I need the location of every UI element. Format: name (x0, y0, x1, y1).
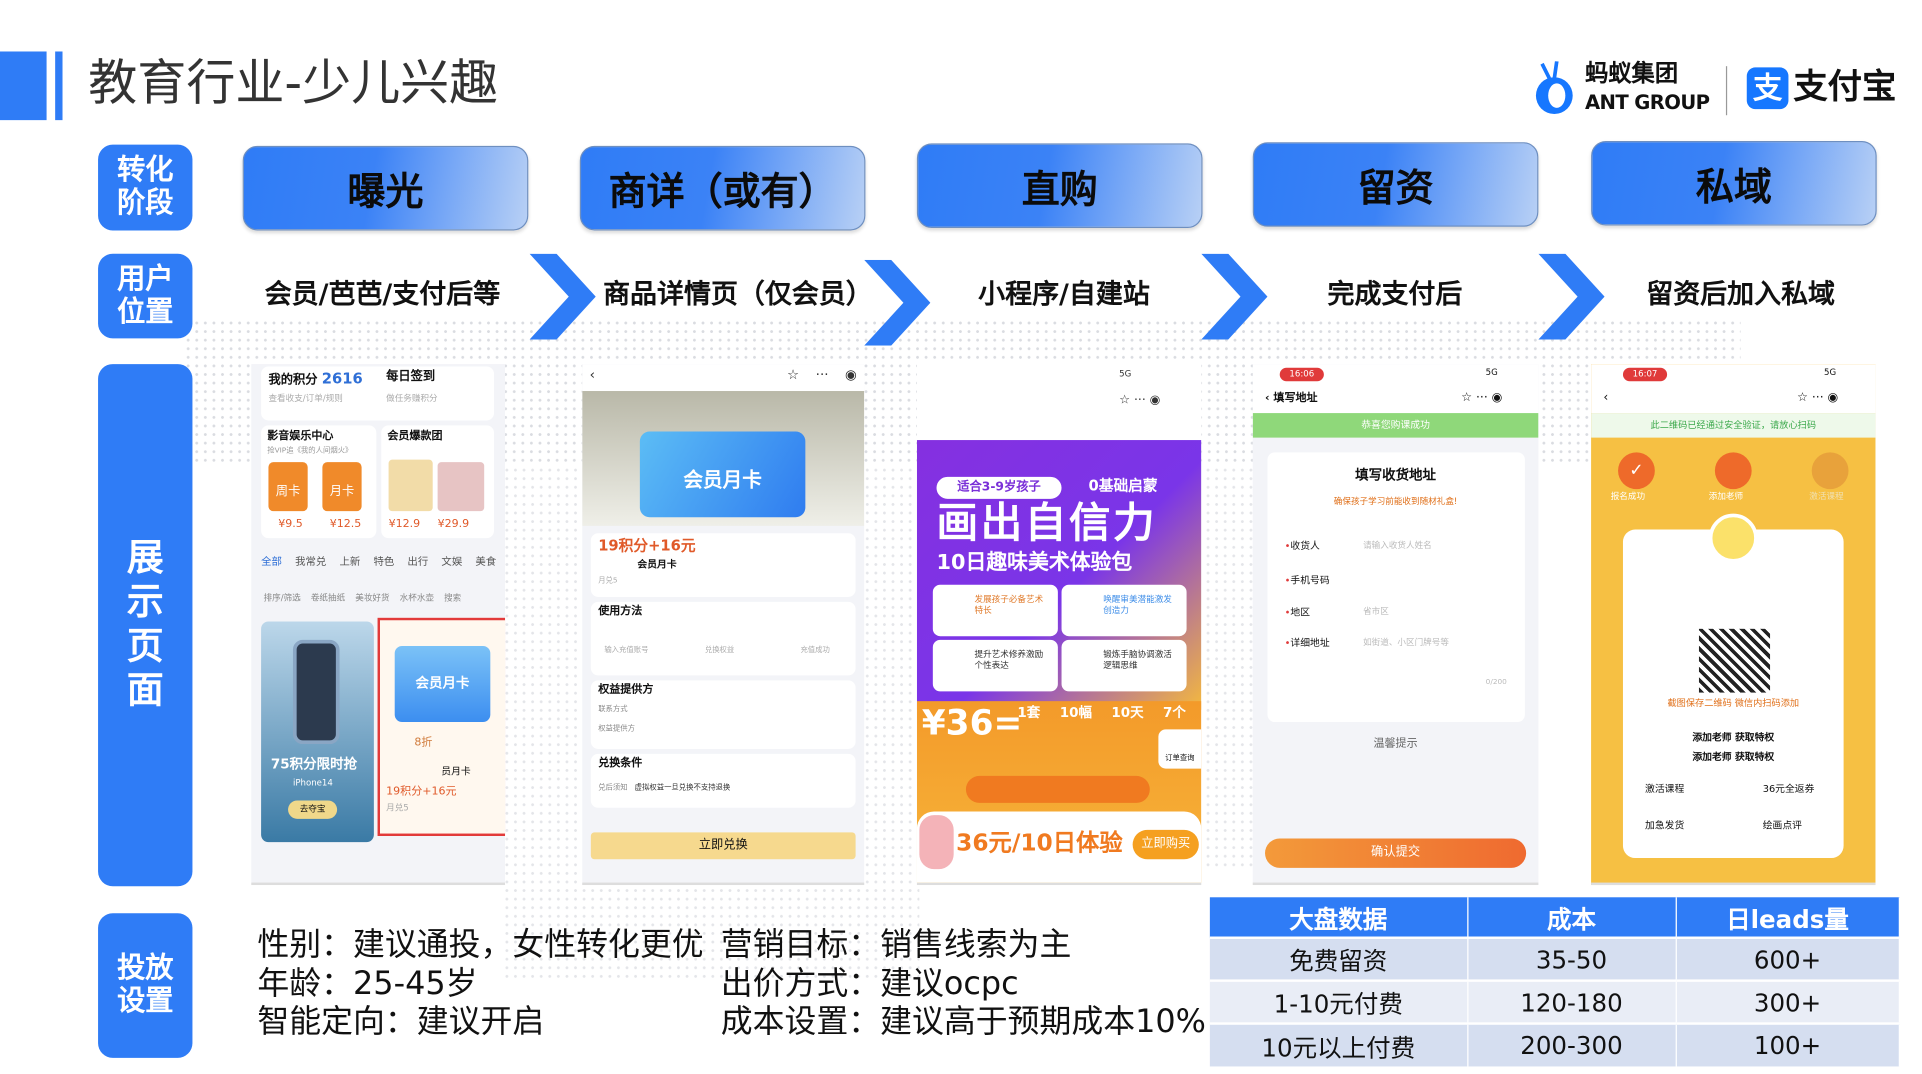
alipay-wordmark: 支付宝 (1793, 66, 1897, 107)
mini-nav-bar: ‹☆ ··· ◉ (582, 364, 865, 392)
chevron-right-icon (1201, 253, 1268, 340)
check-icon: ✓ (1618, 452, 1655, 490)
row-label-stage: 转化阶段 (98, 144, 193, 231)
chevron-right-icon (529, 253, 596, 340)
position-5: 留资后加入私域 (1646, 279, 1836, 311)
title-accent-bar (0, 51, 47, 121)
stage-direct-buy: 直购 (916, 143, 1203, 228)
confirm-submit-button: 确认提交 (1265, 838, 1527, 868)
screenshot-address-form: 16:06 5G ‹ 填写地址 ☆ ··· ◉ 恭喜您购课成功 填写收货地址 确… (1252, 364, 1539, 886)
position-4: 完成支付后 (1327, 279, 1463, 311)
row-label-setting: 投放设置 (98, 913, 193, 1058)
position-1: 会员/芭芭/支付后等 (264, 279, 501, 311)
table-header: 大盘数据 (1209, 897, 1468, 938)
redeem-button: 立即兑换 (590, 832, 856, 860)
setting-targeting: 智能定向：建议开启 (257, 1003, 545, 1041)
stage-detail: 商详（或有） (579, 145, 866, 231)
stage-exposure: 曝光 (242, 145, 529, 231)
chevron-right-icon (864, 259, 931, 346)
position-3: 小程序/自建站 (978, 279, 1150, 311)
qr-code (1698, 628, 1771, 693)
screenshot-add-teacher: 16:07 5G ‹ ☆ ··· ◉ 此二维码已经通过安全验证，请放心扫码 ✓ … (1591, 364, 1876, 886)
setting-bidding: 出价方式：建议ocpc (720, 965, 1019, 1003)
avatar (1708, 513, 1758, 563)
setting-goal: 营销目标：销售线索为主 (720, 926, 1072, 964)
ant-group-cn: 蚂蚁集团 (1584, 60, 1679, 88)
row-label-display: 展示页面 (98, 364, 193, 887)
chevron-right-icon (1538, 253, 1605, 340)
alipay-logo-icon: 支 (1746, 67, 1789, 110)
stage-leads: 留资 (1252, 142, 1539, 227)
logo-divider (1725, 66, 1728, 116)
screenshot-points-mall: 我的积分 2616 查看收支/订单/规则 每日签到 做任务赚积分 影音娱乐中心 … (251, 364, 506, 886)
page-title: 教育行业-少儿兴趣 (88, 55, 499, 112)
screenshot-product-detail: ‹☆ ··· ◉ 会员月卡 19积分+16元 会员月卡 月兑5 使用方法 输入充… (582, 364, 865, 886)
buy-now-button: 立即购买 (1132, 829, 1199, 860)
title-accent-line (55, 51, 63, 121)
setting-age: 年龄：25-45岁 (257, 965, 478, 1003)
screenshot-mini-program: 5G ☆ ··· ◉ 适合3-9岁孩子 0基础启蒙 画出自信力 10日趣味美术体… (916, 364, 1202, 886)
table-header: 日leads量 (1675, 897, 1900, 938)
ant-group-en: ANT GROUP (1584, 90, 1710, 114)
stage-private: 私域 (1591, 140, 1877, 226)
ant-group-logo-icon (1532, 61, 1576, 115)
position-2: 商品详情页（仅会员） (603, 279, 873, 311)
table-header: 成本 (1467, 897, 1677, 938)
bear-mascot (919, 815, 954, 870)
setting-gender: 性别：建议通投，女性转化更优 (257, 926, 704, 964)
row-label-position: 用户位置 (98, 253, 193, 339)
setting-cost: 成本设置：建议高于预期成本10% (720, 1003, 1206, 1041)
